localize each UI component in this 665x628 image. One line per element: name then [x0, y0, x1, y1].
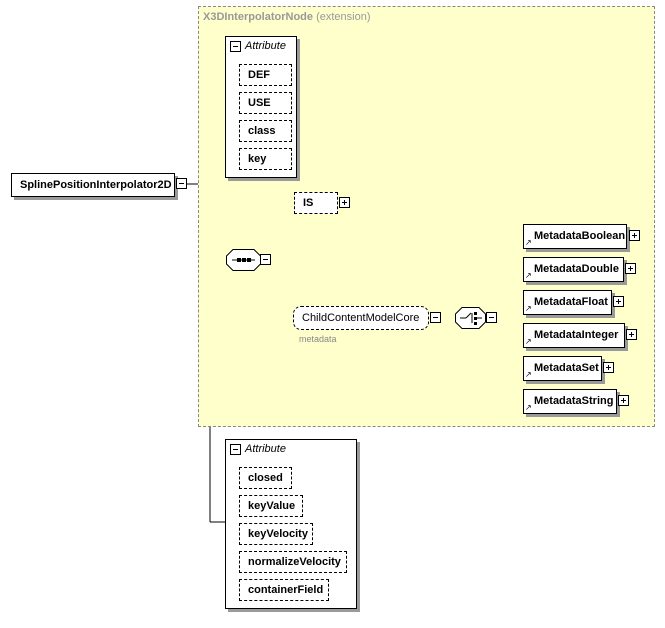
reference-arrow-icon: ↗: [525, 304, 532, 313]
root-element[interactable]: SplinePositionInterpolator2D: [11, 173, 175, 197]
attribute-use[interactable]: USE: [239, 92, 292, 114]
reference-arrow-icon: ↗: [525, 337, 532, 346]
child-content-sublabel: metadata: [299, 334, 337, 344]
reference-arrow-icon: ↗: [525, 403, 532, 412]
collapse-icon[interactable]: [176, 178, 187, 189]
metadata-element-label: MetadataFloat: [534, 296, 608, 308]
metadata-double-element[interactable]: MetadataDouble: [523, 257, 624, 282]
metadata-element-label: MetadataInteger: [534, 329, 619, 341]
root-element-label: SplinePositionInterpolator2D: [20, 179, 172, 191]
expand-icon[interactable]: [626, 329, 637, 340]
attribute-class[interactable]: class: [239, 120, 292, 142]
extension-subtitle: (extension): [316, 11, 371, 23]
metadata-element-label: MetadataBoolean: [534, 230, 626, 242]
attribute-key-value[interactable]: keyValue: [239, 495, 303, 517]
child-content-label: ChildContentModelCore: [302, 312, 420, 324]
metadata-float-element[interactable]: MetadataFloat: [523, 290, 612, 315]
collapse-icon[interactable]: [260, 254, 271, 265]
expand-icon[interactable]: [618, 395, 629, 406]
metadata-element-label: MetadataSet: [534, 362, 599, 374]
attribute-key-velocity[interactable]: keyVelocity: [239, 523, 313, 545]
expand-icon[interactable]: [603, 362, 614, 373]
expand-icon[interactable]: [613, 296, 624, 307]
is-element-label: IS: [303, 197, 314, 209]
extension-title: X3DInterpolatorNode (extension): [203, 11, 371, 23]
metadata-integer-element[interactable]: MetadataInteger: [523, 323, 625, 348]
attribute-normalize-velocity[interactable]: normalizeVelocity: [239, 551, 347, 573]
metadata-boolean-element[interactable]: MetadataBoolean: [523, 224, 627, 249]
metadata-element-label: MetadataDouble: [534, 263, 619, 275]
attribute-container-field[interactable]: containerField: [239, 579, 329, 601]
metadata-string-element[interactable]: MetadataString: [523, 389, 617, 414]
reference-arrow-icon: ↗: [525, 370, 532, 379]
reference-arrow-icon: ↗: [525, 238, 532, 247]
attribute-def[interactable]: DEF: [239, 64, 292, 86]
is-element[interactable]: IS: [294, 192, 338, 214]
choice-compositor-icon[interactable]: [455, 307, 486, 329]
attribute-closed[interactable]: closed: [239, 467, 292, 489]
sequence-compositor-icon[interactable]: [226, 249, 261, 271]
collapse-icon[interactable]: [230, 41, 241, 52]
collapse-icon[interactable]: [486, 312, 497, 323]
reference-arrow-icon: ↗: [525, 271, 532, 280]
child-content-model-core[interactable]: ChildContentModelCore: [293, 306, 429, 330]
expand-icon[interactable]: [629, 230, 640, 241]
extension-name: X3DInterpolatorNode: [203, 11, 314, 23]
collapse-icon[interactable]: [430, 312, 441, 323]
collapse-icon[interactable]: [230, 444, 241, 455]
attribute-key[interactable]: key: [239, 148, 292, 170]
attribute-group-label: Attribute: [245, 40, 286, 52]
expand-icon[interactable]: [625, 263, 636, 274]
metadata-element-label: MetadataString: [534, 395, 614, 407]
expand-icon[interactable]: [339, 197, 350, 208]
metadata-set-element[interactable]: MetadataSet: [523, 356, 602, 381]
attribute-group-label: Attribute: [245, 443, 286, 455]
